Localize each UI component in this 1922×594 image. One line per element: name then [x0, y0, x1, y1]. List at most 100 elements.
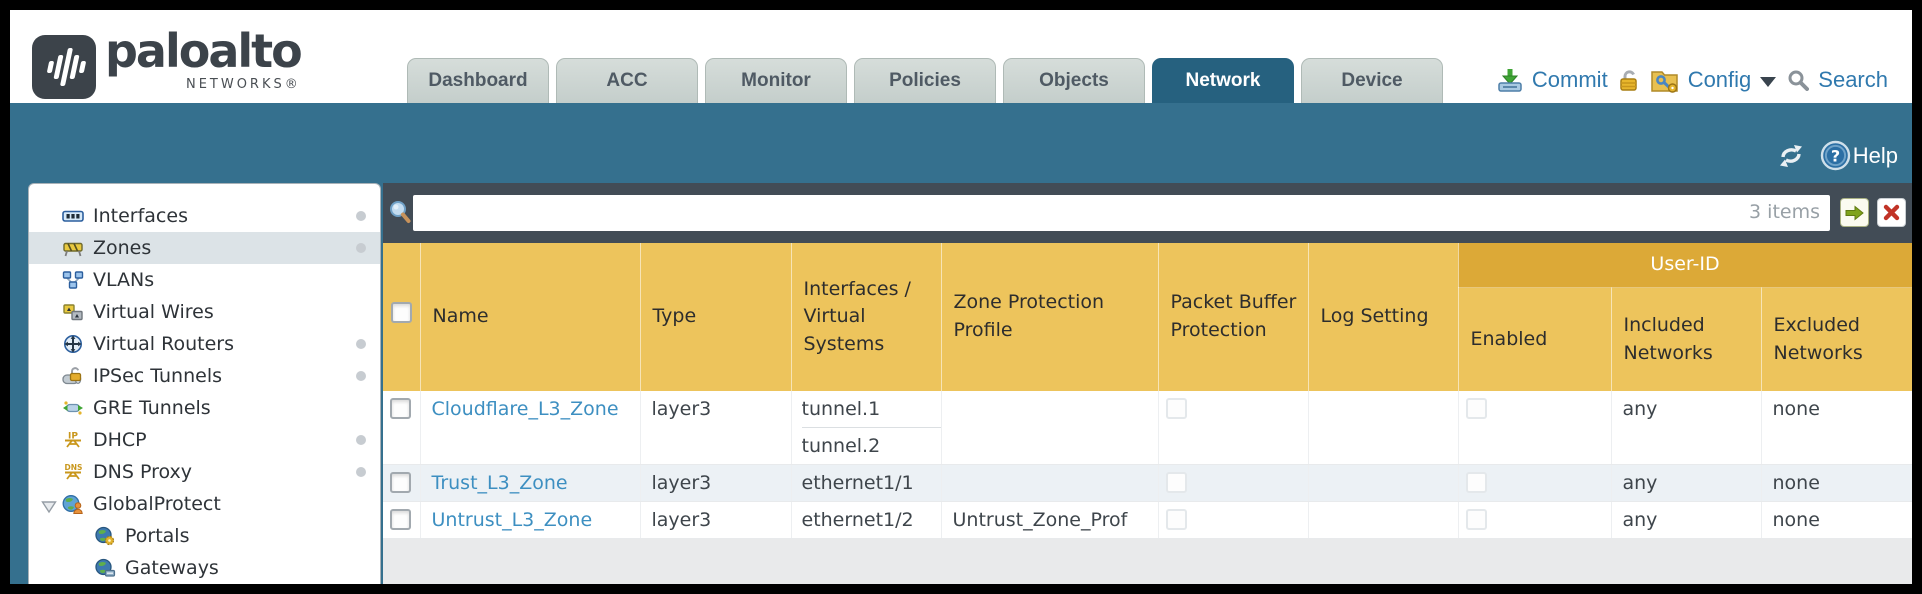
- network-sidebar: Interfaces Zones VLANs Virtual Wires: [28, 183, 381, 584]
- expander-triangle-icon[interactable]: [41, 497, 57, 519]
- sidebar-item-label: Zones: [93, 237, 152, 259]
- refresh-icon[interactable]: [1777, 143, 1805, 169]
- brand-wordmark: paloalto: [105, 24, 303, 78]
- zone-link[interactable]: Untrust_L3_Zone: [431, 509, 593, 531]
- sidebar-item-zones[interactable]: Zones: [29, 232, 380, 264]
- commit-button[interactable]: Commit: [1531, 67, 1608, 92]
- col-header-zone-protection-profile[interactable]: Zone Protection Profile: [941, 243, 1159, 391]
- sidebar-item-virtual-wires[interactable]: Virtual Wires: [29, 296, 380, 328]
- zone-interfaces-cell: tunnel.1 tunnel.2: [791, 391, 942, 465]
- row-select-cell: [383, 464, 421, 502]
- filter-input[interactable]: [413, 195, 1830, 231]
- clear-filter-button[interactable]: [1877, 198, 1906, 227]
- search-icon[interactable]: [1787, 69, 1810, 91]
- tab-policies[interactable]: Policies: [854, 58, 996, 103]
- packet-buffer-checkbox: [1165, 398, 1187, 419]
- search-button[interactable]: Search: [1818, 67, 1888, 92]
- included-networks-cell: any: [1611, 464, 1762, 502]
- commit-icon[interactable]: [1497, 68, 1523, 93]
- tab-device[interactable]: Device: [1301, 58, 1443, 103]
- sidebar-item-dns-proxy[interactable]: DNS DNS Proxy: [29, 456, 380, 488]
- row-checkbox[interactable]: [390, 398, 411, 419]
- zone-link[interactable]: Cloudflare_L3_Zone: [431, 398, 619, 420]
- sidebar-item-virtual-routers[interactable]: Virtual Routers: [29, 328, 380, 360]
- sidebar-item-vlans[interactable]: VLANs: [29, 264, 380, 296]
- zone-name-cell: Untrust_L3_Zone: [420, 501, 641, 539]
- apply-filter-button[interactable]: [1840, 198, 1869, 227]
- help-label: Help: [1852, 142, 1898, 168]
- filter-search-icon: [388, 199, 412, 229]
- main-nav-tabs: Dashboard ACC Monitor Policies Objects N…: [407, 58, 1443, 103]
- interface-entry: ethernet1/1: [801, 472, 914, 494]
- packet-buffer-checkbox: [1165, 472, 1187, 493]
- tab-network[interactable]: Network: [1152, 58, 1294, 103]
- user-id-enabled-cell: [1458, 464, 1612, 502]
- status-dot: [356, 243, 366, 253]
- log-setting-cell: [1308, 464, 1459, 502]
- zone-type-cell: layer3: [640, 391, 792, 465]
- sidebar-item-portals[interactable]: Portals: [29, 520, 380, 552]
- sidebar-item-label: Virtual Wires: [93, 301, 214, 323]
- interface-entry: tunnel.1: [801, 398, 881, 420]
- col-header-type[interactable]: Type: [640, 243, 792, 391]
- excluded-networks-cell: none: [1761, 501, 1912, 539]
- sidebar-item-globalprotect[interactable]: GlobalProtect: [29, 488, 380, 520]
- col-header-log-setting[interactable]: Log Setting: [1308, 243, 1459, 391]
- zone-protection-profile-cell: [941, 464, 1159, 502]
- col-header-included-networks[interactable]: Included Networks: [1611, 287, 1762, 391]
- included-networks-cell: any: [1611, 501, 1762, 539]
- help-button[interactable]: ? Help: [1820, 140, 1898, 171]
- col-header-interfaces[interactable]: Interfaces / Virtual Systems: [791, 243, 942, 391]
- sidebar-item-dhcp[interactable]: IP DHCP: [29, 424, 380, 456]
- help-icon: ?: [1820, 140, 1850, 171]
- sidebar-item-label: GlobalProtect: [93, 493, 221, 515]
- zone-protection-profile-cell: Untrust_Zone_Prof: [941, 501, 1159, 539]
- zone-link[interactable]: Trust_L3_Zone: [431, 472, 568, 494]
- sidebar-item-gre-tunnels[interactable]: GRE Tunnels: [29, 392, 380, 424]
- zone-name-cell: Trust_L3_Zone: [420, 464, 641, 502]
- sidebar-item-ipsec-tunnels[interactable]: IPSec Tunnels: [29, 360, 380, 392]
- row-select-cell: [383, 391, 421, 465]
- row-checkbox[interactable]: [390, 509, 411, 530]
- gateways-icon: [94, 558, 116, 578]
- items-count: 3 items: [1749, 201, 1820, 223]
- lock-icon[interactable]: [1617, 68, 1641, 93]
- table-row: Untrust_L3_Zone layer3 ethernet1/2 Untru…: [383, 501, 1912, 539]
- tab-acc[interactable]: ACC: [556, 58, 698, 103]
- sidebar-item-interfaces[interactable]: Interfaces: [29, 200, 380, 232]
- col-header-excluded-networks[interactable]: Excluded Networks: [1761, 287, 1912, 391]
- status-dot: [356, 467, 366, 477]
- paloalto-logo: paloalto NETWORKS®: [31, 22, 303, 100]
- enabled-checkbox: [1465, 398, 1487, 419]
- paloalto-logo-icon: [32, 35, 96, 99]
- select-all-checkbox[interactable]: [390, 302, 412, 324]
- zone-interfaces-cell: ethernet1/1: [791, 464, 942, 502]
- col-header-enabled[interactable]: Enabled: [1458, 287, 1612, 391]
- col-header-name[interactable]: Name: [420, 243, 641, 391]
- interface-entry: ethernet1/2: [801, 509, 914, 531]
- chevron-down-icon[interactable]: [1760, 77, 1777, 87]
- tab-dashboard[interactable]: Dashboard: [407, 58, 549, 103]
- sidebar-item-label: GRE Tunnels: [93, 397, 211, 419]
- log-setting-cell: [1308, 501, 1459, 539]
- tab-monitor[interactable]: Monitor: [705, 58, 847, 103]
- config-menu[interactable]: Config: [1687, 67, 1752, 92]
- band-actions: ? Help: [1777, 140, 1898, 171]
- config-icon[interactable]: [1650, 67, 1679, 93]
- svg-text:DNS: DNS: [65, 463, 83, 472]
- gre-tunnels-icon: [62, 398, 84, 418]
- zone-name-cell: Cloudflare_L3_Zone: [420, 391, 641, 465]
- sidebar-item-gateways[interactable]: Gateways: [29, 552, 380, 584]
- select-all-header: [383, 243, 421, 391]
- log-setting-cell: [1308, 391, 1459, 465]
- top-header: paloalto NETWORKS® Dashboard ACC Monitor…: [10, 10, 1912, 103]
- portals-icon: [94, 526, 116, 546]
- row-checkbox[interactable]: [390, 472, 411, 493]
- tab-objects[interactable]: Objects: [1003, 58, 1145, 103]
- sidebar-item-label: Interfaces: [93, 205, 188, 227]
- col-header-packet-buffer-protection[interactable]: Packet Buffer Protection: [1158, 243, 1309, 391]
- packet-buffer-protection-cell: [1158, 464, 1309, 502]
- main-content: 3 items Name: [383, 183, 1912, 584]
- interface-entry: tunnel.2: [801, 427, 940, 464]
- sidebar-item-label: Gateways: [125, 557, 219, 579]
